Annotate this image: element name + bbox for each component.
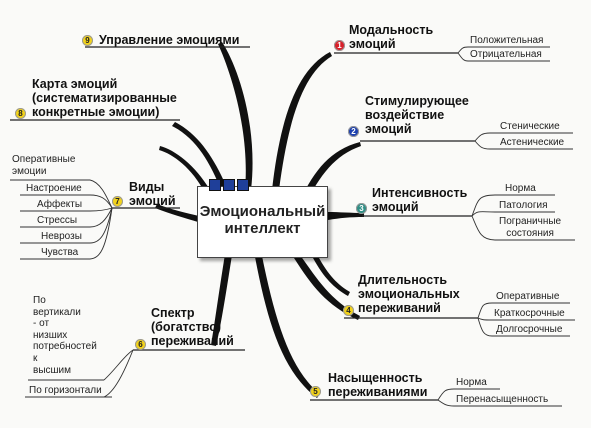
branch-number-badge: 9 (82, 35, 93, 46)
leaf-long-term[interactable]: Долгосрочные (496, 324, 563, 335)
branch-title-line: переживаний (151, 334, 234, 348)
leaf-feelings[interactable]: Чувства (41, 247, 79, 258)
central-title-line: интеллект (224, 220, 301, 237)
trunk-1 (272, 52, 332, 190)
leaf-negative[interactable]: Отрицательная (470, 49, 542, 60)
leaf-line: Оперативные (12, 154, 76, 165)
leaf-horizontal[interactable]: По горизонтали (29, 385, 102, 396)
branch-emotion-map-title[interactable]: Карта эмоций (систематизированные конкре… (32, 77, 177, 119)
leaf-vertical[interactable]: По вертикали - от низших потребностей к … (33, 295, 97, 376)
branch-title-line: Управление эмоциями (99, 33, 240, 47)
branch-title-line: Виды (129, 180, 165, 194)
leaf-line: - от (33, 318, 50, 330)
trunk-3 (328, 212, 364, 220)
branch-management-title[interactable]: Управление эмоциями (99, 33, 239, 47)
branch-title-line: эмоций (372, 200, 419, 214)
branch-number-badge: 4 (343, 305, 354, 316)
branch-title-line: Насыщенность (328, 371, 423, 385)
branch-title-line: конкретные эмоции) (32, 105, 160, 119)
branch-title-line: Спектр (151, 306, 195, 320)
branch-duration-title[interactable]: Длительность эмоциональных переживаний (358, 273, 460, 315)
branch-title-line: переживаний (358, 301, 441, 315)
leaf-norm[interactable]: Норма (505, 183, 536, 194)
leaf-oversaturation[interactable]: Перенасыщенность (456, 394, 549, 405)
leaf-line: Пограничные (499, 216, 562, 227)
branch-stimulating-title[interactable]: Стимулирующее воздействие эмоций (365, 94, 469, 136)
leaf-line: высшим (33, 364, 71, 376)
branch-number-badge: 7 (112, 196, 123, 207)
branch-title-line: воздействие (365, 108, 445, 122)
branch-spectrum-title[interactable]: Спектр (богатство) переживаний (151, 306, 234, 348)
branch-title-line: Стимулирующее (365, 94, 469, 108)
trunk-9 (218, 42, 253, 190)
branch-title-line: (богатство) (151, 320, 222, 334)
leaf-norm-2[interactable]: Норма (456, 377, 487, 388)
leaf-asthenic[interactable]: Астенические (500, 137, 565, 148)
branch-number-badge: 8 (15, 108, 26, 119)
central-tab-icon (223, 179, 235, 191)
branch-title-line: Длительность (358, 273, 448, 287)
central-title-line: Эмоциональный (199, 203, 326, 220)
branch-title-line: эмоций (129, 194, 176, 208)
branch-number-badge: 6 (135, 339, 146, 350)
leaf-line: вертикали (33, 306, 81, 318)
central-topic[interactable]: Эмоциональный интеллект (197, 179, 328, 258)
leaf-line: эмоции (12, 166, 47, 177)
branch-number-badge: 1 (334, 40, 345, 51)
leaf-operative[interactable]: Оперативные (496, 291, 560, 302)
branch-title-line: эмоций (349, 37, 396, 51)
branch-title-line: эмоциональных (358, 287, 460, 301)
leaf-short-term[interactable]: Краткосрочные (494, 308, 565, 319)
leaf-positive[interactable]: Положительная (470, 35, 544, 46)
branch-title-line: (систематизированные (32, 91, 177, 105)
trunk-4 (294, 255, 360, 320)
branch-modality-title[interactable]: Модальность эмоций (349, 23, 433, 51)
branch-title-line: Интенсивность (372, 186, 468, 200)
leaf-borderline[interactable]: Пограничные состояния (499, 216, 561, 240)
leaf-line: к (33, 352, 38, 364)
leaf-affects[interactable]: Аффекты (37, 199, 83, 210)
central-tab-icon (237, 179, 249, 191)
trunk-5 (255, 256, 320, 398)
leaf-operative-emotions[interactable]: Оперативные эмоции (12, 154, 75, 178)
leaf-line: состояния (506, 228, 554, 239)
leaf-stress[interactable]: Стрессы (37, 215, 78, 226)
branch-title-line: переживаниями (328, 385, 428, 399)
central-tab-icon (209, 179, 221, 191)
branch-number-badge: 3 (356, 203, 367, 214)
branch-saturation-title[interactable]: Насыщенность переживаниями (328, 371, 427, 399)
central-topic-title: Эмоциональный интеллект (198, 203, 327, 237)
trunk-8 (172, 122, 228, 192)
trunk-6 (211, 254, 232, 346)
leaf-line: низших (33, 329, 68, 341)
branch-intensity-title[interactable]: Интенсивность эмоций (372, 186, 467, 214)
leaf-sthenic[interactable]: Стенические (500, 121, 560, 132)
branch-number-badge: 2 (348, 126, 359, 137)
leaf-mood[interactable]: Настроение (26, 183, 82, 194)
leaf-line: По (33, 295, 46, 306)
branch-types-title[interactable]: Виды эмоций (129, 180, 176, 208)
branch-title-line: эмоций (365, 122, 412, 136)
trunk-extra-b (313, 256, 350, 296)
branch-title-line: Карта эмоций (32, 77, 118, 91)
leaf-pathology[interactable]: Патология (499, 200, 548, 211)
branch-title-line: Модальность (349, 23, 434, 37)
branch-number-badge: 5 (310, 386, 321, 397)
leaf-neuroses[interactable]: Неврозы (41, 231, 82, 242)
leaf-line: потребностей (33, 341, 97, 353)
